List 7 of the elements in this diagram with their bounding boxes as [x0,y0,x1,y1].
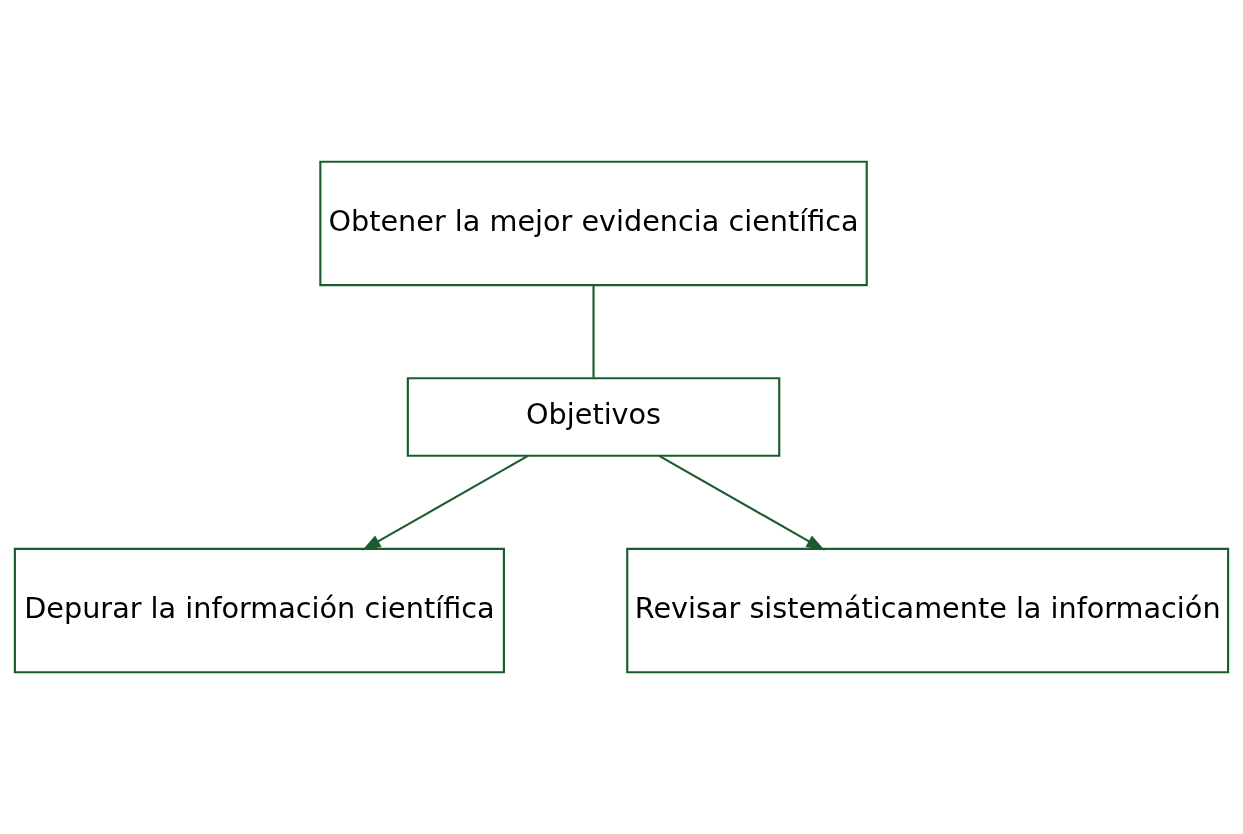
node-box: Objetivos [406,377,781,457]
connector [592,285,595,378]
node-box: Obtener la mejor evidencia científica [319,160,868,287]
node-box: Depurar la información científica [13,547,505,674]
arrow [658,454,825,551]
node-box: Revisar sistemáticamente la información [626,547,1230,674]
arrow [362,454,529,551]
